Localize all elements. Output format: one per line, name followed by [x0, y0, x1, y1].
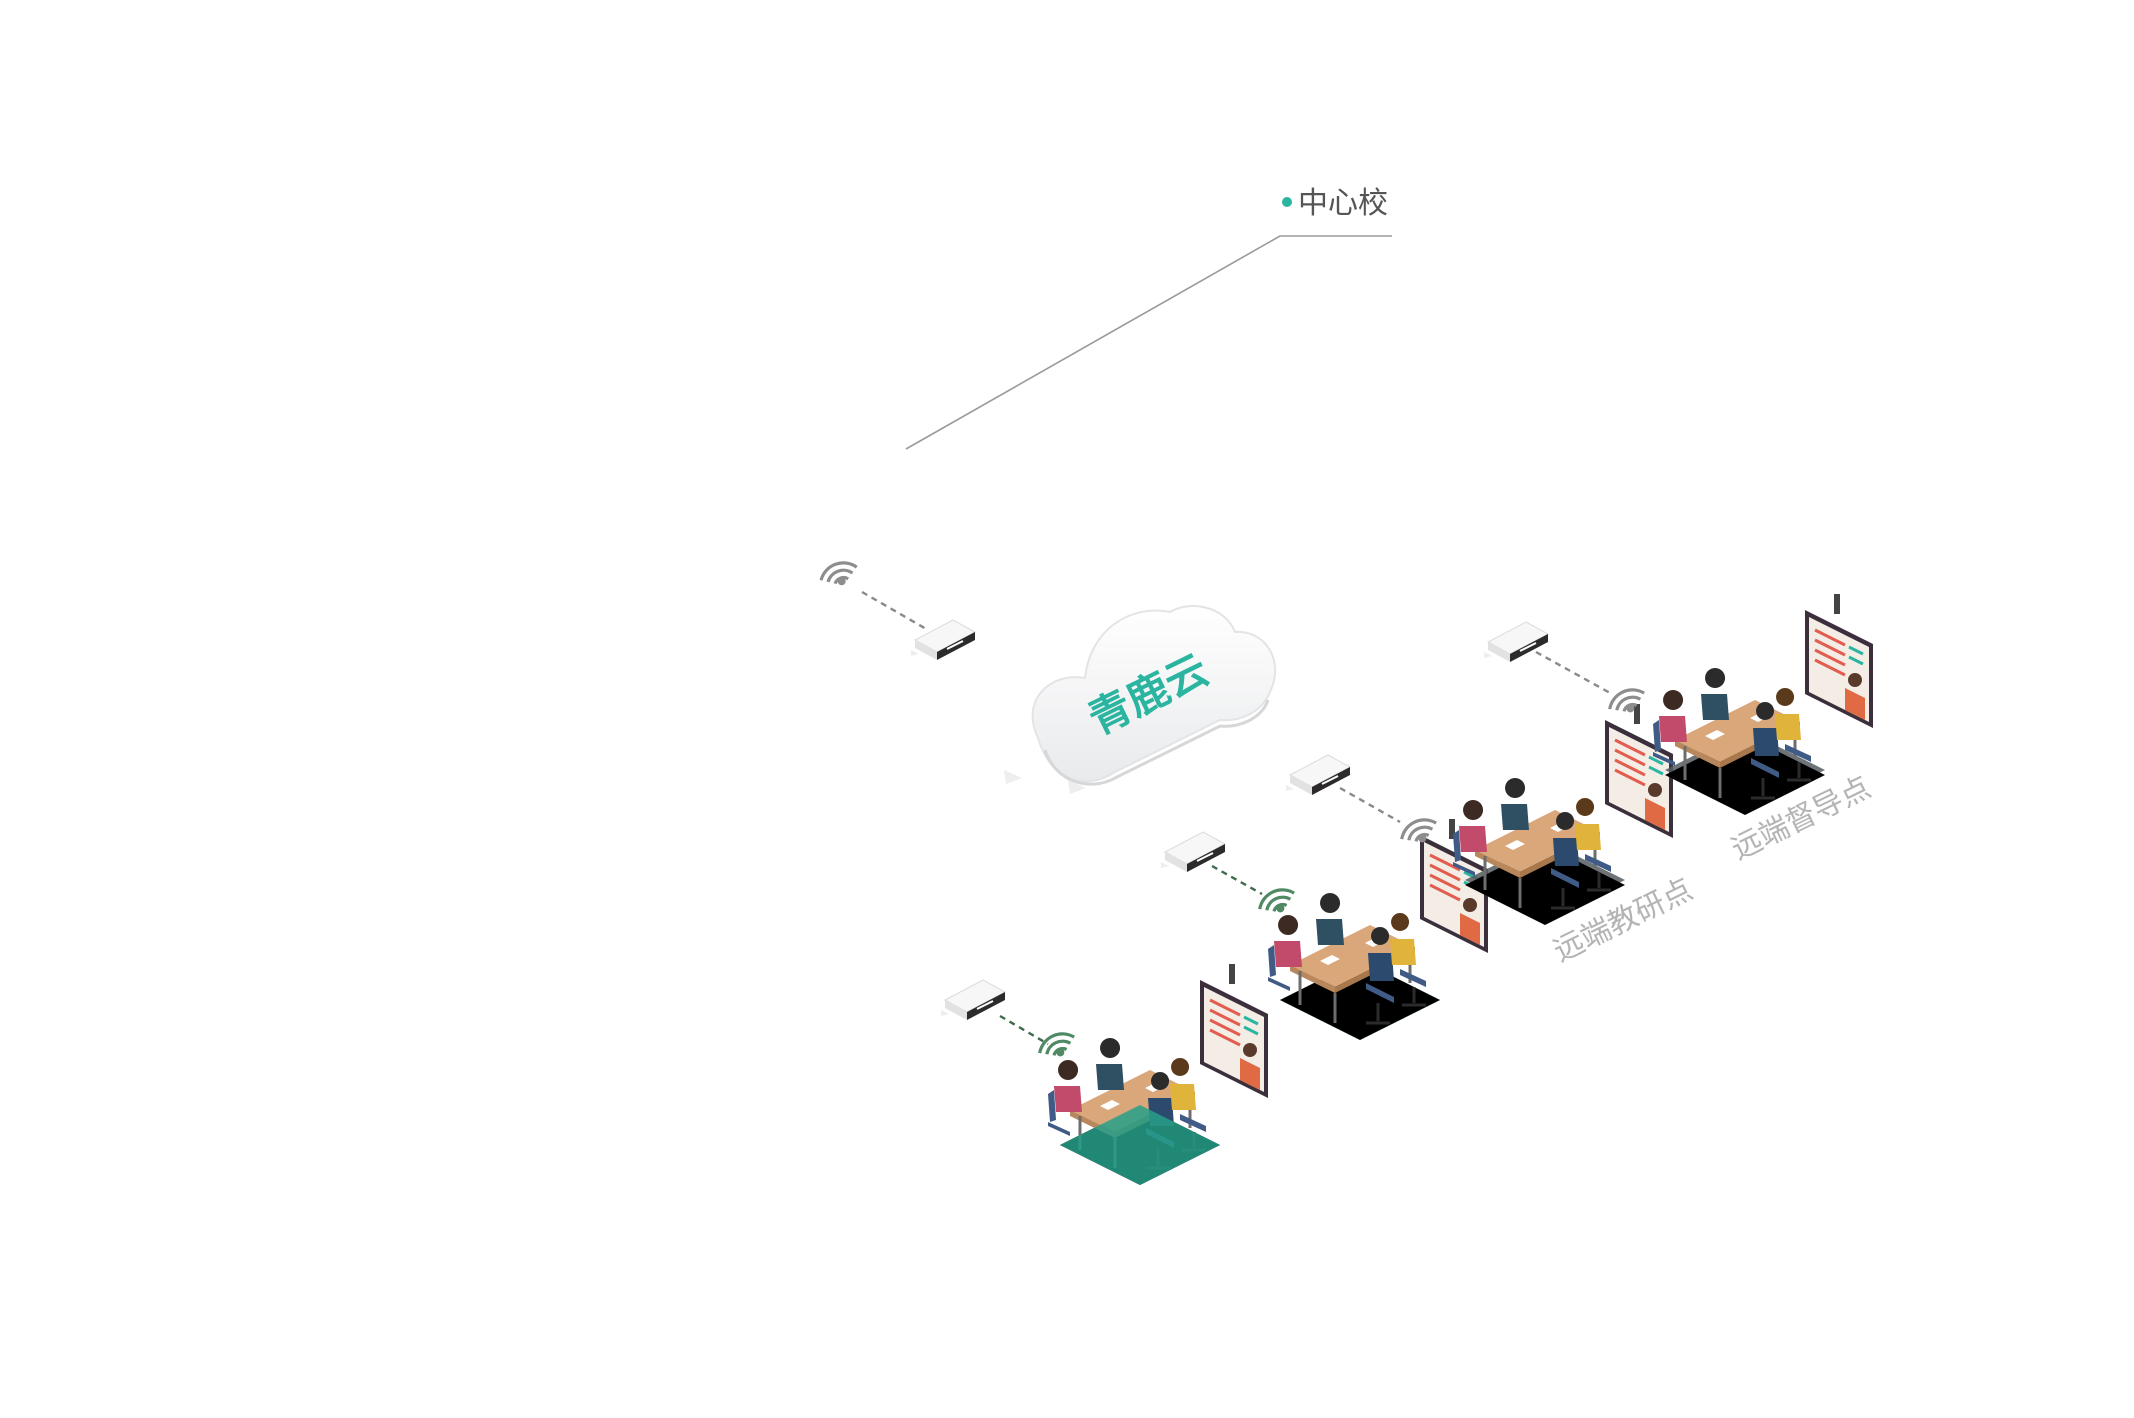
link-line [861, 590, 929, 632]
wifi-icon [1253, 882, 1301, 922]
callout-dot-icon [1282, 197, 1292, 207]
cloud-shadow-shape [1068, 780, 1086, 794]
center-school-callout: 中心校 [905, 186, 1392, 450]
link-line [1339, 786, 1401, 824]
wifi-icon [1603, 682, 1651, 722]
router-device [1160, 831, 1226, 873]
router-device [1483, 621, 1549, 663]
link-line [999, 1014, 1049, 1046]
room-floor [1060, 1105, 1220, 1185]
wifi-icon [1033, 1026, 1081, 1066]
wifi-icon [816, 556, 863, 594]
remote-site-2 [1160, 819, 1488, 1040]
qinglu-cloud: 青鹿云 [1004, 605, 1276, 794]
center-school-label: 中心校 [1298, 186, 1388, 221]
callout-leader-line [905, 235, 1392, 450]
link-line [1211, 864, 1263, 896]
cloud-shadow-shape [1004, 770, 1022, 784]
link-line [1535, 650, 1613, 696]
router-device [940, 979, 1006, 1021]
center-router-group [816, 556, 976, 661]
remote-site-teaching-research: 远端教研点 [1285, 704, 1698, 969]
remote-site-1 [940, 964, 1268, 1185]
